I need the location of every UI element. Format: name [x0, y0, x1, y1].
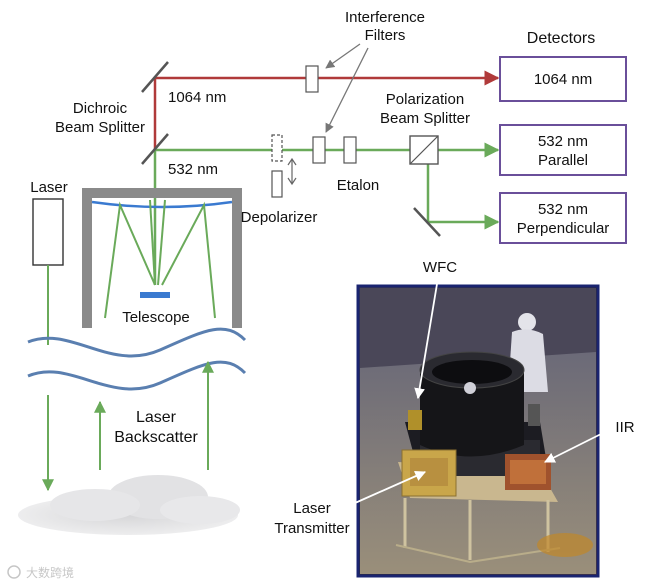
laser-label: Laser [30, 179, 68, 196]
transmitter-pointer [354, 470, 426, 504]
dichroic-beam-splitter [141, 133, 169, 165]
photo-transmitter-label-2: Transmitter [274, 520, 349, 537]
dichroic-mirror-top [141, 61, 169, 93]
detector-532-parallel-label-1: 532 nm [538, 133, 588, 150]
perp-mirror [413, 207, 441, 237]
depolarizer [271, 170, 283, 198]
interference-label-1: Interference [345, 9, 425, 26]
photo-transmitter-label-1: Laser [293, 500, 331, 517]
laser-box [32, 198, 64, 266]
wfc-pointer [414, 277, 439, 400]
depolarizer-label: Depolarizer [241, 209, 318, 226]
polarization-label-2: Beam Splitter [380, 110, 470, 127]
iir-pointer [544, 431, 606, 463]
dichroic-label-2: Beam Splitter [55, 119, 145, 136]
photo-wfc-label: WFC [423, 259, 457, 276]
photo-iir-label: IIR [615, 419, 634, 436]
watermark: 大数跨境 [7, 565, 74, 580]
cloud [18, 475, 240, 535]
telescope [82, 188, 242, 328]
beam-532-label: 532 nm [168, 161, 218, 178]
detector-532-perp-label-1: 532 nm [538, 201, 588, 218]
polarization-label-1: Polarization [386, 91, 464, 108]
detector-532-parallel [499, 124, 627, 176]
detector-532-parallel-label-2: Parallel [538, 152, 588, 169]
payload-telescope-cylinder [420, 370, 524, 457]
detector-1064 [499, 56, 627, 102]
interference-label-2: Filters [365, 27, 406, 44]
backscatter-label-2: Backscatter [114, 429, 198, 446]
interference-filter-1064 [305, 65, 319, 93]
detector-532-perp-label-2: Perpendicular [517, 220, 610, 237]
depolarizer-double-arrow-icon [287, 157, 297, 186]
watermark-text: 大数跨境 [26, 565, 74, 580]
etalon-label: Etalon [337, 177, 380, 194]
atmosphere-wave-1 [27, 327, 247, 358]
interference-pointer-2 [325, 47, 369, 133]
polarization-beam-splitter [409, 135, 439, 165]
telescope-label: Telescope [122, 309, 190, 326]
payload-photo [354, 277, 606, 578]
interference-filter-532 [312, 136, 326, 164]
etalon [343, 136, 357, 164]
interference-pointer-1 [325, 43, 361, 69]
depolarizer-dashed [271, 134, 283, 162]
detector-1064-label: 1064 nm [534, 71, 592, 88]
detectors-heading: Detectors [527, 30, 595, 47]
detector-532-perpendicular [499, 192, 627, 244]
telescope-mirror [140, 292, 170, 298]
backscatter-label-1: Laser [136, 409, 177, 426]
beam-1064-label: 1064 nm [168, 89, 226, 106]
atmosphere-wave-2 [27, 360, 247, 391]
dichroic-label-1: Dichroic [73, 100, 128, 117]
